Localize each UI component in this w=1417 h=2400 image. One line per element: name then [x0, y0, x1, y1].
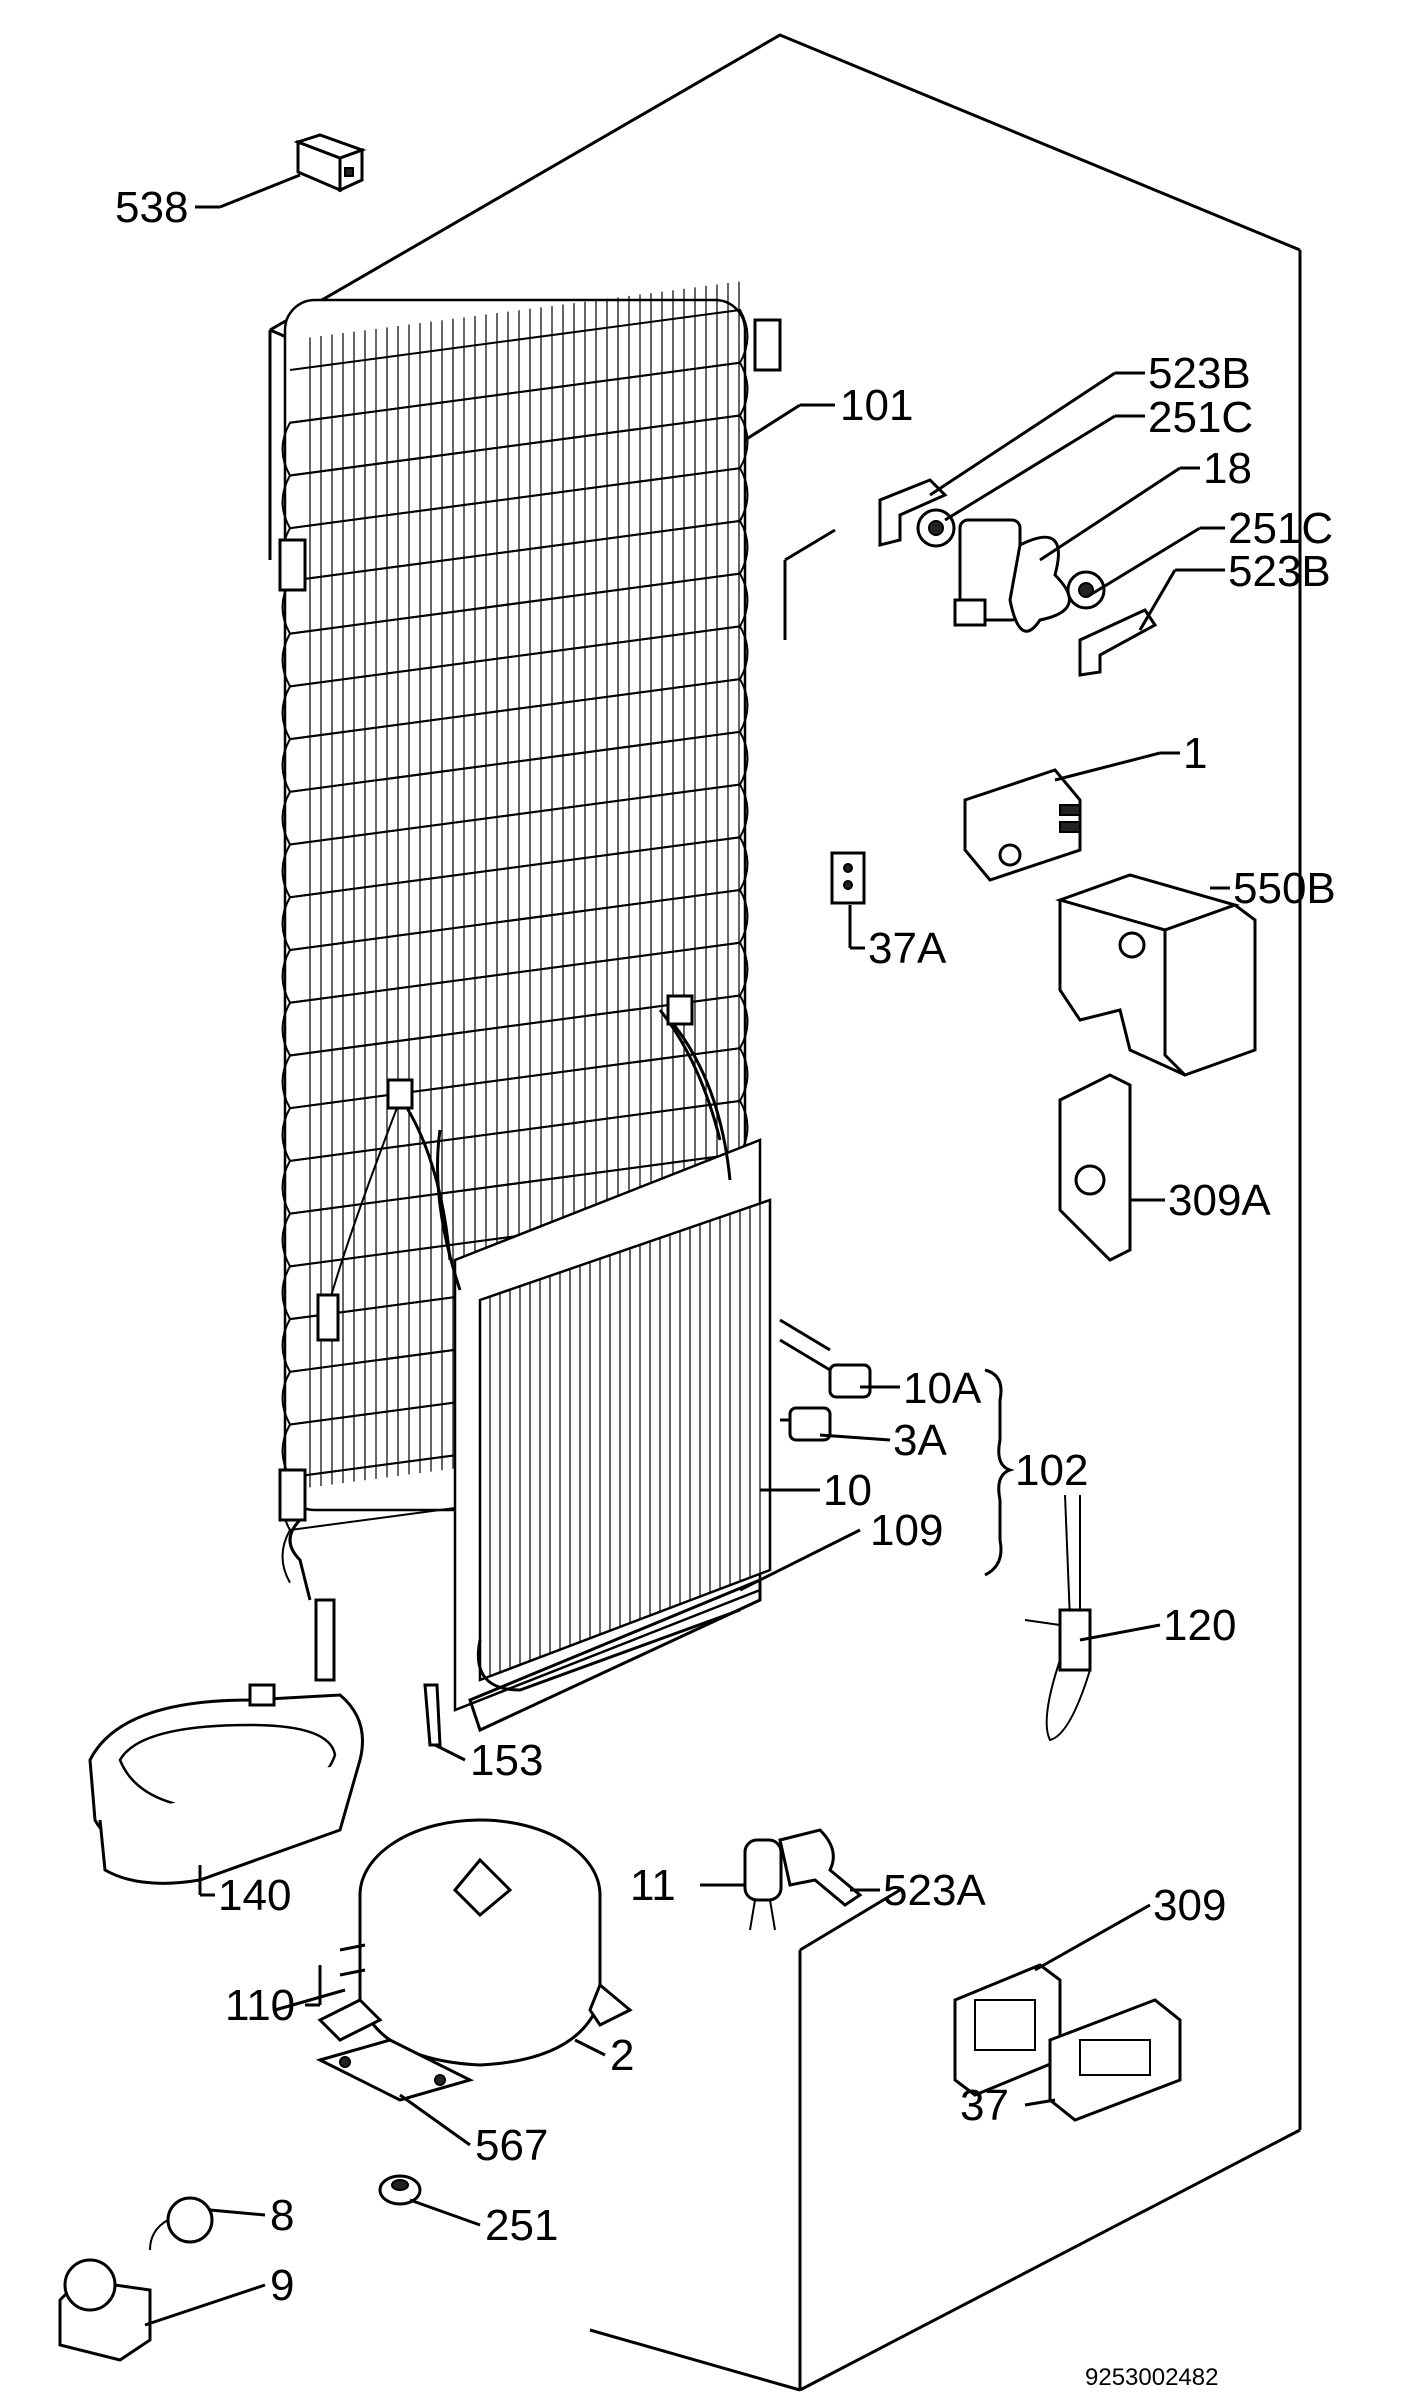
label-1: 1: [1183, 729, 1207, 778]
label-120: 120: [1163, 1601, 1236, 1650]
label-550b: 550B: [1233, 864, 1336, 913]
part-110-pin: [274, 1988, 346, 2012]
part-120-heater-wire: [1024, 1494, 1092, 1742]
label-309: 309: [1153, 1881, 1226, 1930]
label-153: 153: [470, 1736, 543, 1785]
label-37: 37: [960, 2081, 1009, 2130]
label-523a: 523A: [883, 1866, 986, 1915]
label-109: 109: [870, 1506, 943, 1555]
part-1-thermostat: [963, 768, 1082, 882]
label-251: 251: [485, 2201, 558, 2250]
label-102: 102: [1015, 1446, 1088, 1495]
label-251c-upper: 251C: [1148, 393, 1253, 442]
bracket-102: [984, 1368, 1015, 1577]
label-523b-lower: 523B: [1228, 547, 1331, 596]
part-2-compressor: [317, 1818, 633, 2067]
label-140: 140: [218, 1871, 291, 1920]
label-110: 110: [225, 1981, 295, 2030]
part-labels: 538 101 523B 251C 18 251C 523B 1 550B 37…: [115, 183, 1336, 2391]
part-309a-bracket: [1058, 1073, 1132, 1262]
label-309a: 309A: [1168, 1176, 1271, 1225]
connectors-10a-3a: [779, 1318, 872, 1442]
part-567-plate: [315, 2038, 475, 2102]
part-153-clip: [423, 1683, 442, 1747]
part-37a-connector: [830, 851, 866, 905]
drawing-code: 9253002482: [1085, 2364, 1218, 2391]
leader-lines: [144, 173, 1230, 2327]
label-37a: 37A: [868, 924, 947, 973]
label-523b-upper: 523B: [1148, 349, 1251, 398]
label-11: 11: [630, 1861, 676, 1910]
part-309-module: [953, 1963, 1062, 2097]
part-140-drip-tray: [88, 1683, 364, 1885]
part-9-holder: [58, 2258, 152, 2362]
label-10a: 10A: [903, 1364, 982, 1413]
part-538-plug: [293, 133, 367, 193]
label-2: 2: [610, 2031, 634, 2080]
label-3a: 3A: [893, 1416, 947, 1465]
label-567: 567: [475, 2121, 548, 2170]
cabinet-outline: [268, 33, 1302, 2392]
evaporator: [386, 994, 772, 1733]
part-8-overload: [149, 2196, 214, 2251]
fan-motor-assembly: [878, 478, 1158, 677]
part-37-board: [1048, 1998, 1182, 2122]
label-18: 18: [1203, 444, 1252, 493]
part-251-grommet: [378, 2174, 422, 2206]
part-550b-cover: [1055, 873, 1257, 1077]
label-538: 538: [115, 183, 188, 232]
part-11-523a-relay: [743, 1828, 863, 1931]
label-8: 8: [270, 2191, 294, 2240]
label-101: 101: [840, 381, 913, 430]
label-10: 10: [823, 1466, 872, 1515]
label-251c-lower: 251C: [1228, 504, 1333, 553]
label-9: 9: [270, 2261, 294, 2310]
